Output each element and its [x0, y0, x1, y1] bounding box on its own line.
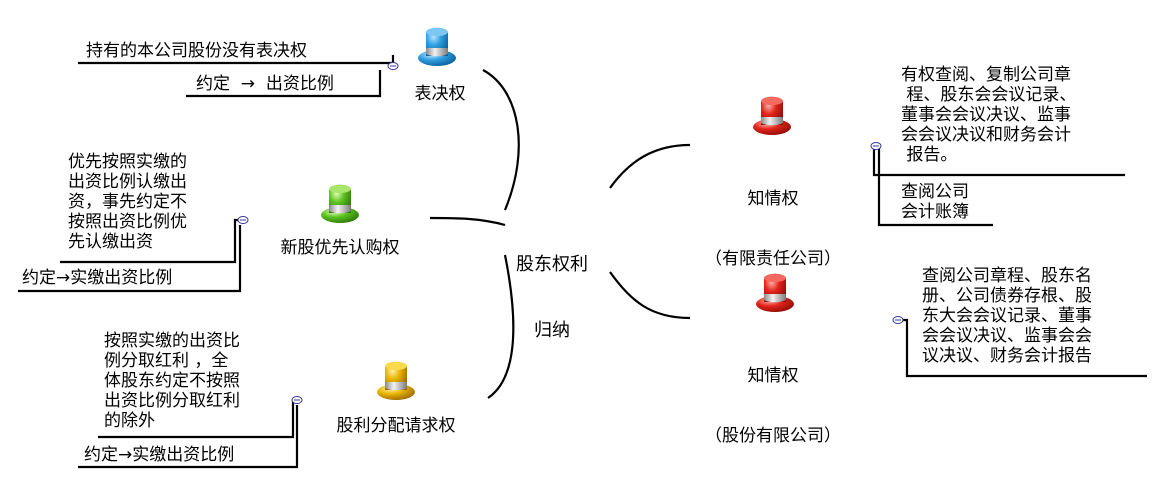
edge-info-llc [609, 143, 691, 189]
info-llc-note-2-line [877, 146, 993, 227]
center-node[interactable]: 股东权利 归纳 [506, 210, 598, 386]
center-connectors [429, 69, 691, 399]
edge-preemptive [429, 216, 506, 227]
preemptive-note-2: 约定→实缴出资比例 [22, 268, 173, 288]
info-jsc-sublabel: （股份有限公司） [705, 426, 841, 446]
center-title-line-1: 股东权利 [516, 254, 588, 275]
voting-note-2-line [186, 70, 382, 98]
preemptive-label[interactable]: 新股优先认购权 [280, 238, 400, 258]
info-llc-note-1-line [872, 146, 1125, 177]
info-jsc-node[interactable]: 知情权 （股份有限公司） [692, 326, 854, 486]
red-hat-icon [756, 273, 794, 312]
preemptive-note-2-line [18, 225, 242, 293]
edge-voting [482, 69, 520, 211]
info-llc-node[interactable]: 知情权 （有限责任公司） [692, 149, 854, 309]
info-llc-note-1: 有权查阅、复制公司章 程、股东会会议记录、 董事会会议决议、监事 会会议决议和财… [901, 65, 1077, 165]
info-jsc-label: 知情权 [747, 366, 799, 386]
info-jsc-note-1: 查阅公司章程、股东名 册、公司债券存根、股 东大会会议记录、董事 会会议决议、监… [922, 266, 1092, 366]
info-llc-label: 知情权 [747, 189, 799, 209]
collapse-toggle-marks [240, 65, 901, 401]
yellow-hat-icon [377, 361, 415, 400]
preemptive-note-1: 优先按照实缴的 出资比例认缴出 资，事先约定不 按照出资比例优 先认缴出资 [68, 152, 187, 252]
green-hat-icon [321, 184, 359, 223]
dividend-note-1: 按照实缴的出资比 例分取红利 ，全 体股东约定不按照 出资比例分取红利 的除外 [104, 331, 240, 431]
info-llc-note-2: 查阅公司 会计账簿 [901, 182, 969, 222]
voting-note-1: 持有的本公司股份没有表决权 [86, 41, 307, 61]
dividend-note-2-line [78, 405, 299, 469]
voting-note-2: 约定 → 出资比例 [196, 74, 334, 94]
center-title-line-2: 归纳 [534, 320, 570, 341]
dividend-label[interactable]: 股利分配请求权 [336, 416, 456, 436]
blue-hat-icon [418, 27, 456, 66]
dividend-note-2: 约定→实缴出资比例 [84, 445, 235, 465]
voting-label[interactable]: 表决权 [414, 84, 466, 104]
edge-dividend [487, 254, 515, 399]
info-llc-sublabel: （有限责任公司） [705, 249, 841, 269]
red-hat-icon [753, 96, 791, 135]
edge-info-jsc [609, 271, 691, 320]
